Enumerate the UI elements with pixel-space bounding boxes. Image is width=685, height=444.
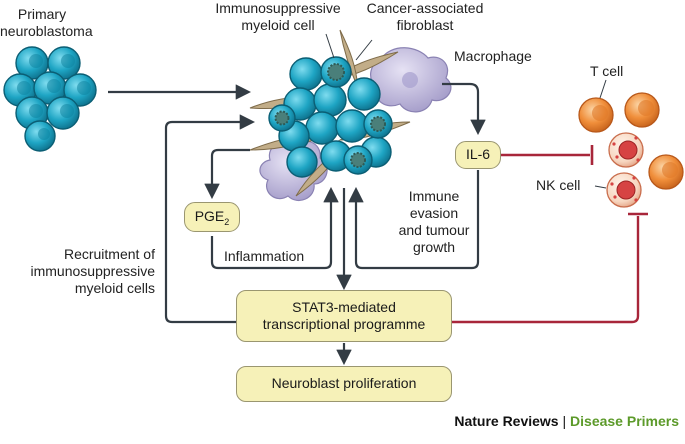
macrophage-to-il6-arrow	[442, 82, 486, 136]
journal-name: Disease Primers	[570, 413, 679, 429]
primary-neuroblastoma-cluster	[3, 46, 97, 152]
immunosuppressive-myeloid-cell	[268, 104, 296, 132]
publisher-name: Nature Reviews	[454, 413, 559, 429]
pge2-subscript: 2	[224, 216, 230, 227]
immune-evasion-label: Immune evasion and tumour growth	[398, 188, 470, 255]
pge2-to-cluster-arrow	[210, 186, 339, 270]
nk-cell-label: NK cell	[536, 177, 581, 193]
immunosuppressive-myeloid-cell	[320, 56, 352, 88]
tumour-cell	[63, 73, 97, 107]
t-cell-label-leader	[599, 79, 607, 99]
il6-box: IL-6	[455, 141, 501, 169]
immunosuppressive-myeloid-cell-label: Immunosuppressive myeloid cell	[215, 0, 341, 33]
immunosuppressive-myeloid-cell	[363, 109, 393, 139]
t-cell-label: T cell	[590, 63, 624, 79]
myeloid-label-leader	[325, 33, 335, 59]
inflammation-left-arrow	[204, 148, 250, 200]
tumour-microenvironment	[249, 29, 452, 201]
neuroblast-proliferation-box: Neuroblast proliferation	[236, 366, 452, 402]
t-cell	[624, 92, 660, 128]
tumour-cell	[24, 120, 56, 152]
pge2-box: PGE2	[184, 202, 240, 232]
nk-cell-label-leader	[594, 185, 607, 189]
il6-label: IL-6	[465, 146, 491, 162]
tumour-cell	[289, 57, 323, 91]
tumour-cell	[286, 146, 318, 178]
tumour-cell	[47, 46, 81, 80]
pge2-label: PGE	[194, 208, 225, 224]
tumour-cell	[347, 77, 381, 111]
publication-credit: Nature Reviews | Disease Primers	[454, 413, 679, 429]
tumour-cell	[313, 83, 347, 117]
stat3-inhibition-line	[452, 216, 640, 324]
t-cell	[578, 97, 614, 133]
recruitment-arrow	[164, 114, 256, 324]
tumour-cell	[305, 111, 339, 145]
inflammation-label: Inflammation	[224, 248, 305, 264]
tumour-cell	[335, 109, 369, 143]
immunosuppressive-myeloid-cell	[343, 145, 373, 175]
nk-cell	[608, 132, 644, 168]
immune-evasion-arrow	[348, 170, 480, 270]
primary-neuroblastoma-label: Primary neuroblastoma	[0, 6, 93, 39]
t-cell	[648, 154, 684, 190]
macrophage-label: Macrophage	[454, 48, 532, 64]
recruitment-label: Recruitment of immunosuppressive myeloid…	[30, 246, 156, 296]
stat3-box: STAT3-mediated transcriptional programme	[236, 290, 452, 342]
nk-cell	[606, 172, 642, 208]
cancer-associated-fibroblast-label: Cancer-associated fibroblast	[366, 0, 484, 33]
tumour-cell	[46, 96, 80, 130]
fibroblast-label-leader	[355, 39, 373, 61]
credit-separator: |	[562, 413, 567, 429]
